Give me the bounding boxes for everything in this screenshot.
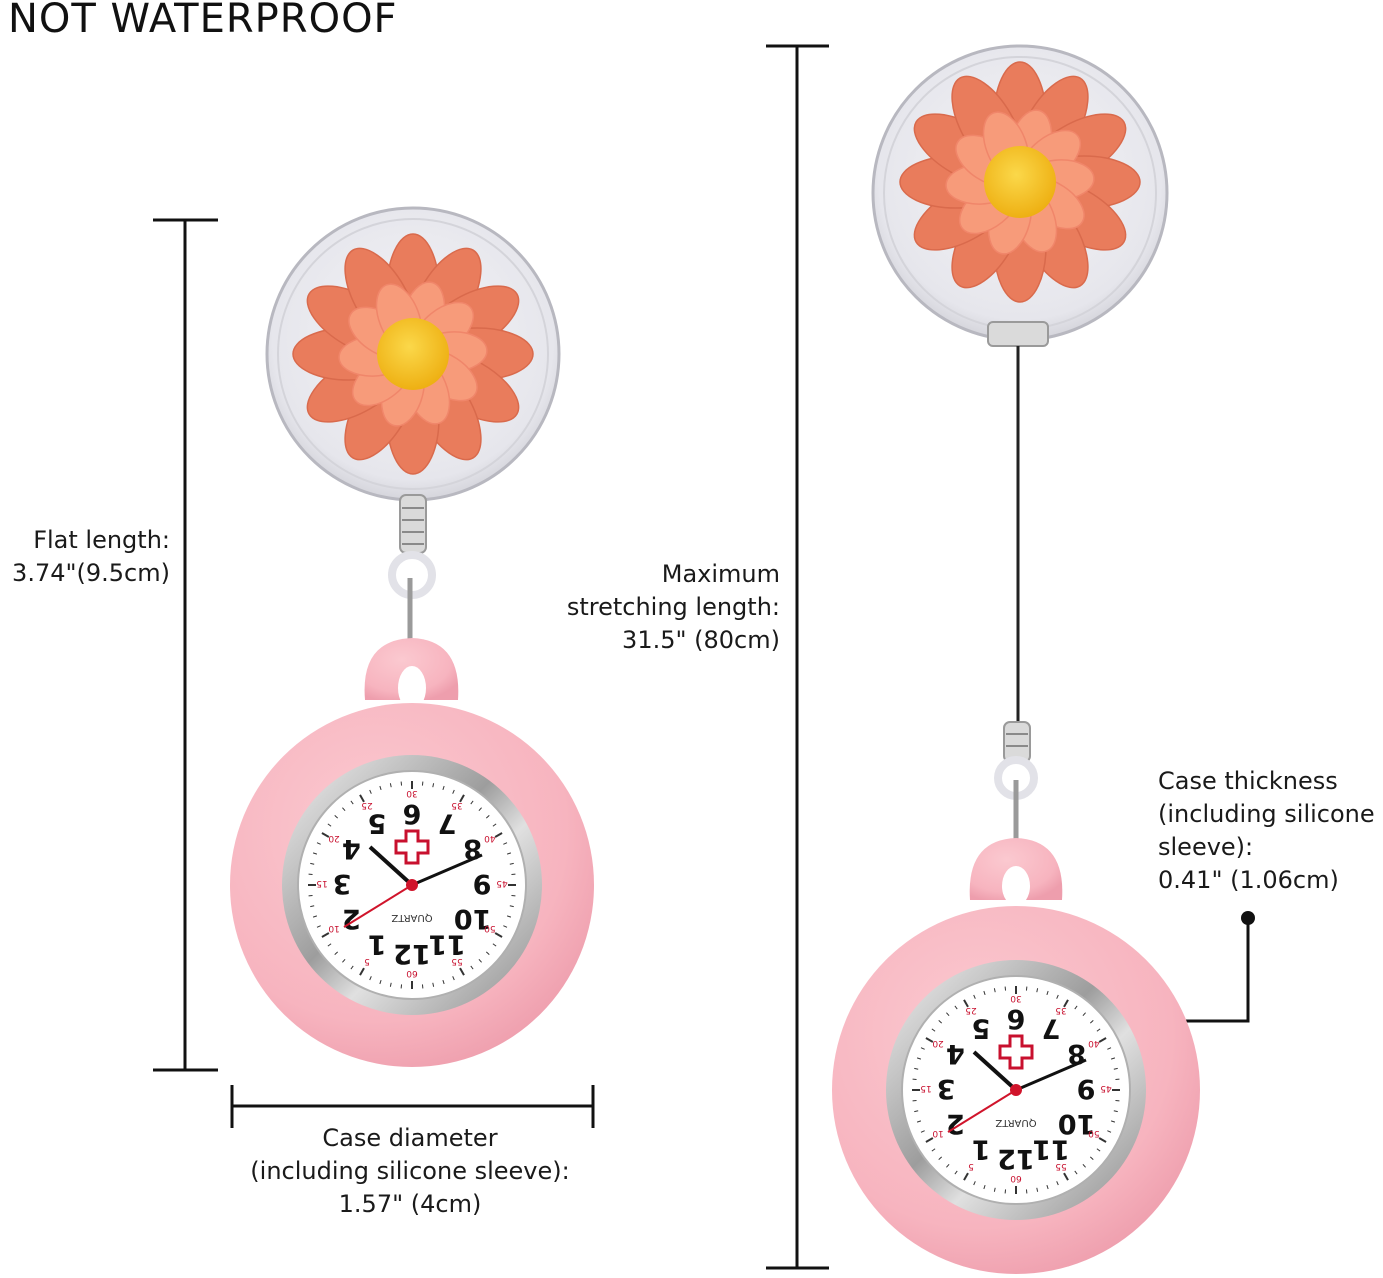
- case-diameter-line3: 1.57" (4cm): [338, 1190, 482, 1218]
- case-diameter-dimension: [230, 1085, 595, 1128]
- dial-hour-numeral: 5: [368, 807, 387, 838]
- case-diameter-line2: (including silicone sleeve):: [250, 1157, 570, 1185]
- dial-minute-mark: 35: [451, 800, 462, 810]
- leader-dot: [1241, 911, 1255, 925]
- not-waterproof-heading: NOT WATERPROOF: [8, 0, 398, 42]
- dial-hour-numeral: 1: [368, 929, 387, 960]
- dial-minute-mark: 45: [496, 878, 507, 888]
- flat-length-dimension: [153, 218, 218, 1072]
- dial-hour-numeral: 4: [946, 1038, 965, 1069]
- dial-hour-numeral: 12: [393, 938, 431, 969]
- max-length-label: Maximum stretching length: 31.5" (80cm): [567, 558, 780, 657]
- case-thickness-line3: sleeve):: [1158, 833, 1254, 861]
- dial-hour-numeral: 3: [937, 1073, 956, 1104]
- dial-minute-mark: 30: [1010, 993, 1022, 1003]
- flat-length-line1: Flat length:: [33, 526, 170, 554]
- hour-hand: [972, 1050, 1018, 1092]
- hand-pivot: [406, 879, 418, 891]
- case-thickness-label: Case thickness (including silicone sleev…: [1158, 765, 1375, 897]
- dial-hour-numeral: 1: [972, 1134, 991, 1165]
- minute-hand: [1015, 1058, 1087, 1092]
- dial-minute-mark: 20: [932, 1038, 944, 1048]
- dial-hour-numeral: 3: [333, 868, 352, 899]
- case-thickness-line4: 0.41" (1.06cm): [1158, 866, 1339, 894]
- dial-hour-numeral: 9: [1077, 1073, 1096, 1104]
- dial-hour-numeral: 9: [473, 868, 492, 899]
- max-length-line1: Maximum: [661, 560, 780, 588]
- max-length-dimension: [766, 44, 829, 1270]
- dial-minute-mark: 60: [1010, 1173, 1022, 1183]
- flat-length-label: Flat length: 3.74"(9.5cm): [12, 524, 170, 590]
- dial-hour-numeral: 6: [1007, 1003, 1026, 1034]
- flat-length-line2: 3.74"(9.5cm): [12, 559, 170, 587]
- dial-brand: QUARTZ: [391, 912, 432, 923]
- dial-minute-mark: 10: [328, 923, 340, 933]
- dial-minute-mark: 5: [968, 1161, 974, 1171]
- dial-hour-numeral: 10: [454, 903, 492, 934]
- dial-brand: QUARTZ: [995, 1117, 1036, 1128]
- dial-hour-numeral: 5: [972, 1012, 991, 1043]
- second-hand: [947, 1089, 1017, 1133]
- case-thickness-line2: (including silicone: [1158, 800, 1375, 828]
- dial-hour-numeral: 11: [428, 929, 466, 960]
- dial-hour-numeral: 4: [342, 833, 361, 864]
- case-thickness-line1: Case thickness: [1158, 767, 1338, 795]
- dial-hour-numeral: 12: [997, 1143, 1035, 1174]
- case-diameter-label: Case diameter (including silicone sleeve…: [210, 1122, 610, 1221]
- dial-minute-mark: 55: [1055, 1161, 1066, 1171]
- dial-minute-mark: 60: [406, 968, 418, 978]
- hour-hand: [368, 845, 414, 887]
- dial-hour-numeral: 11: [1032, 1134, 1070, 1165]
- dial-minute-mark: 15: [920, 1083, 931, 1093]
- dial-minute-mark: 5: [364, 956, 370, 966]
- dial-minute-mark: 15: [316, 878, 327, 888]
- dial-minute-mark: 25: [361, 800, 372, 810]
- minute-hand: [411, 853, 483, 887]
- dial-minute-mark: 50: [1088, 1128, 1100, 1138]
- dial-minute-mark: 30: [406, 788, 418, 798]
- dial-minute-mark: 50: [484, 923, 496, 933]
- second-hand: [343, 884, 413, 928]
- max-length-line3: 31.5" (80cm): [622, 626, 780, 654]
- hand-pivot: [1010, 1084, 1022, 1096]
- dial-minute-mark: 10: [932, 1128, 944, 1138]
- dial-hour-numeral: 7: [1042, 1012, 1061, 1043]
- dial-minute-mark: 40: [1088, 1038, 1100, 1048]
- dial-hour-numeral: 10: [1058, 1108, 1096, 1139]
- dial-minute-mark: 45: [1100, 1083, 1111, 1093]
- right-flower: [899, 61, 1141, 303]
- case-thickness-leader: [1182, 918, 1250, 1023]
- dial-hour-numeral: 6: [403, 798, 422, 829]
- dial-hour-numeral: 7: [438, 807, 457, 838]
- dial-minute-mark: 40: [484, 833, 496, 843]
- case-diameter-line1: Case diameter: [322, 1124, 498, 1152]
- medical-cross-icon: [998, 1034, 1034, 1070]
- max-length-line2: stretching length:: [566, 593, 780, 621]
- left-flower: [292, 233, 534, 475]
- medical-cross-icon: [394, 829, 430, 865]
- dial-minute-mark: 35: [1055, 1005, 1066, 1015]
- dial-minute-mark: 25: [965, 1005, 976, 1015]
- dial-minute-mark: 20: [328, 833, 340, 843]
- dial-minute-mark: 55: [451, 956, 462, 966]
